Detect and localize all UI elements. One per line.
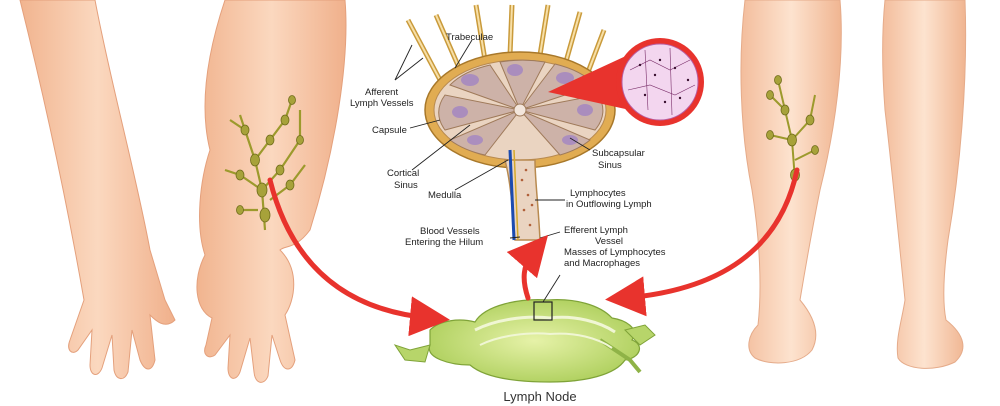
label-subcapsular-1: Subcapsular [592, 148, 645, 159]
normal-leg [882, 0, 967, 369]
lymph-node-illustration: Lymph Node [393, 274, 656, 404]
node-to-section-arrow [506, 234, 549, 301]
label-medulla: Medulla [428, 190, 462, 201]
diagram-labels: Trabeculae Afferent Lymph Vessels Capsul… [350, 32, 666, 269]
label-afferent-1: Afferent [365, 87, 398, 98]
label-cortical-2: Sinus [394, 180, 418, 191]
label-lymph-node: Lymph Node [503, 389, 576, 404]
label-lymphocytes-2: in Outflowing Lymph [566, 199, 652, 210]
label-blood-2: Entering the Hilum [405, 237, 483, 248]
label-efferent-2: Vessel [595, 236, 623, 247]
normal-arm [19, 0, 176, 379]
label-afferent-2: Lymph Vessels [350, 98, 414, 109]
label-trabeculae: Trabeculae [446, 32, 493, 43]
label-masses-2: and Macrophages [564, 258, 640, 269]
label-capsule: Capsule [372, 125, 407, 136]
lymph-node-cross-section [405, 4, 704, 241]
swollen-leg [740, 0, 842, 364]
label-blood-1: Blood Vessels [420, 226, 480, 237]
arm-to-node-arrow [267, 177, 450, 337]
leg-to-node-arrow [605, 167, 800, 317]
flow-arrows [267, 167, 800, 337]
label-subcapsular-2: Sinus [598, 160, 622, 171]
label-lymphocytes-1: Lymphocytes [570, 188, 626, 199]
label-efferent-1: Efferent Lymph [564, 225, 628, 236]
label-cortical-1: Cortical [387, 168, 419, 179]
label-masses-1: Masses of Lymphocytes [564, 247, 666, 258]
